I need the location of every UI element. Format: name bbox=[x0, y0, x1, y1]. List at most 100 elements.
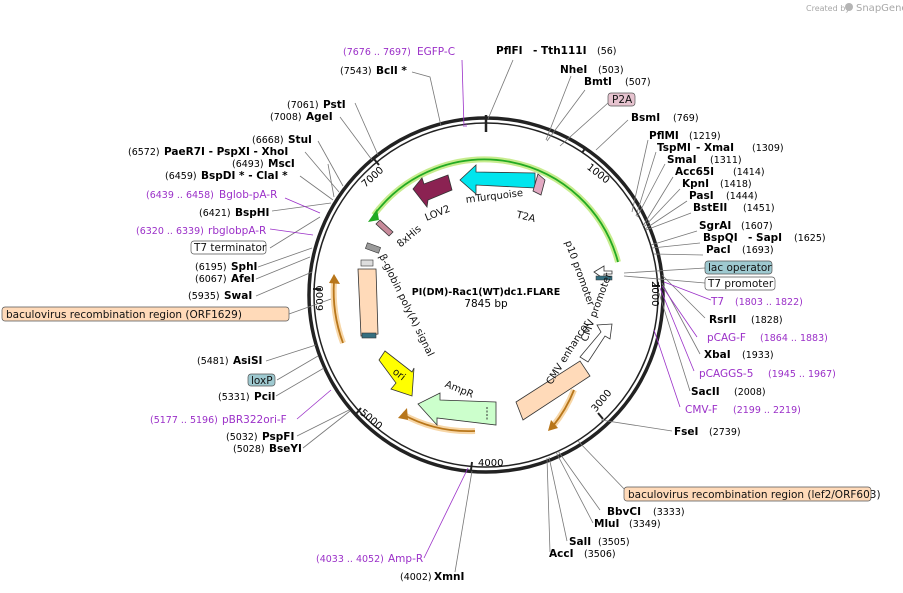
enzyme-bbvci[interactable]: BbvCI (3333) bbox=[607, 506, 685, 518]
enzyme-pflfi[interactable]: PflFI - Tth111I (56) bbox=[496, 45, 617, 57]
lead-paci bbox=[653, 253, 704, 256]
enzyme-pspfi[interactable]: (5032) PspFI bbox=[226, 431, 294, 443]
enzyme-bcli[interactable]: (7543) BclI * bbox=[340, 65, 407, 77]
enzyme-clai[interactable]: (6459) BspDI * - ClaI * bbox=[165, 170, 288, 182]
tick-label-3000: 3000 bbox=[590, 388, 615, 415]
lead-sali bbox=[548, 456, 568, 542]
enzyme-bseyi[interactable]: (5028) BseYI bbox=[233, 443, 302, 455]
enzyme-bspqi[interactable]: BspQI - SapI (1625) bbox=[703, 232, 826, 244]
enzyme-name: BclI * bbox=[376, 65, 407, 77]
8xhis-arrow[interactable] bbox=[375, 219, 394, 237]
mturquoise-arrow[interactable] bbox=[459, 164, 536, 195]
enzyme-name: PacI bbox=[706, 244, 731, 256]
enzyme-name: XmnI bbox=[434, 571, 464, 583]
ori-arrow[interactable] bbox=[378, 350, 415, 397]
enzyme-pasi[interactable]: PasI (1444) bbox=[689, 190, 758, 202]
lead-pasi bbox=[644, 200, 688, 230]
ampr-arrow[interactable] bbox=[417, 392, 497, 427]
primer-range: (4033 .. 4052) bbox=[316, 554, 384, 565]
primer-pcaggs-5[interactable]: pCAGGS-5 (1945 .. 1967) bbox=[699, 368, 836, 380]
enzyme-asisi[interactable]: (5481) AsiSI bbox=[197, 355, 262, 367]
lead-bmti bbox=[546, 89, 586, 142]
enzyme-pos: (6459) bbox=[165, 171, 197, 182]
orange-arc-left-line bbox=[332, 280, 344, 344]
enzyme-name: MscI bbox=[268, 158, 295, 170]
enzyme-msci[interactable]: (6493) MscI bbox=[232, 158, 295, 170]
enzyme-bsphi[interactable]: (6421) BspHI bbox=[199, 207, 269, 219]
lov2-arrow[interactable] bbox=[412, 174, 453, 208]
cmv-promoter-arrow[interactable] bbox=[579, 323, 613, 363]
primer-range: (5177 .. 5196) bbox=[150, 415, 218, 426]
feature-t7-promoter[interactable]: T7 promoter bbox=[704, 276, 776, 291]
enzyme-name: TspMI bbox=[657, 142, 691, 154]
enzyme-paci[interactable]: PacI (1693) bbox=[706, 244, 774, 256]
feature-p2a[interactable]: P2A bbox=[607, 92, 636, 107]
feature-recomb-lef2[interactable]: baculovirus recombination region (lef2/O… bbox=[623, 486, 881, 502]
enzyme-extra: - Tth111I bbox=[533, 45, 587, 57]
enzyme-pos: (56) bbox=[597, 46, 617, 57]
enzyme-nhei[interactable]: NheI (503) bbox=[560, 64, 624, 76]
enzyme-pos: (7543) bbox=[340, 66, 372, 77]
sphi-block bbox=[360, 259, 374, 267]
cmv-enhancer-block[interactable] bbox=[515, 360, 591, 421]
enzyme-kpni[interactable]: KpnI (1418) bbox=[682, 178, 752, 190]
enzyme-sgrai[interactable]: SgrAI (1607) bbox=[699, 220, 773, 232]
feature-recomb-orf1629[interactable]: baculovirus recombination region (ORF162… bbox=[1, 306, 290, 322]
enzyme-bmti[interactable]: BmtI (507) bbox=[584, 76, 651, 88]
enzyme-sphi[interactable]: (6195) SphI bbox=[195, 261, 257, 273]
enzyme-xbai[interactable]: XbaI (1933) bbox=[704, 349, 774, 361]
enzyme-pflmi[interactable]: PflMI (1219) bbox=[649, 130, 721, 142]
enzyme-agei[interactable]: (7008) AgeI bbox=[270, 111, 333, 123]
feature-loxp[interactable]: loxP bbox=[247, 373, 276, 387]
lead-bbvci bbox=[557, 450, 601, 511]
primer-cmv-f[interactable]: CMV-F (2199 .. 2219) bbox=[685, 404, 801, 416]
enzyme-sacii[interactable]: SacII (2008) bbox=[691, 386, 766, 398]
enzyme-stui[interactable]: (6668) StuI bbox=[252, 134, 312, 146]
feature-box bbox=[247, 373, 276, 387]
enzyme-bsteii[interactable]: BstEII (1451) bbox=[693, 202, 775, 214]
enzyme-pos: (1444) bbox=[726, 191, 758, 202]
lead-t7promoter bbox=[623, 275, 706, 284]
primer-egfp-c[interactable]: (7676 .. 7697) EGFP-C bbox=[343, 46, 455, 58]
primer-bglob-pa-r[interactable]: (6439 .. 6458) Bglob-pA-R bbox=[146, 189, 277, 201]
feature-lac-operator[interactable]: lac operator bbox=[704, 260, 773, 275]
enzyme-rsrii[interactable]: RsrII (1828) bbox=[709, 314, 783, 326]
enzyme-pos: (1625) bbox=[794, 233, 826, 244]
enzyme-mlui[interactable]: MluI (3349) bbox=[594, 518, 661, 530]
enzyme-acc65i[interactable]: Acc65I (1414) bbox=[675, 166, 765, 178]
t2a-arrow[interactable] bbox=[532, 173, 546, 196]
terminator-block[interactable] bbox=[365, 242, 381, 254]
lead-p2a bbox=[559, 102, 609, 147]
enzyme-acci[interactable]: AccI (3506) bbox=[549, 548, 616, 560]
enzyme-tspmi[interactable]: TspMI - XmaI (1309) bbox=[657, 142, 784, 154]
primer-name: Bglob-pA-R bbox=[219, 189, 277, 201]
lead-bsmi bbox=[595, 119, 629, 151]
lead-tspmi bbox=[635, 151, 657, 217]
lead-loxp bbox=[276, 355, 319, 381]
enzyme-pcii[interactable]: (5331) PciI bbox=[218, 391, 275, 403]
label-p10-promoter: p10 promoter bbox=[562, 239, 596, 308]
enzyme-afei[interactable]: (6067) AfeI bbox=[195, 273, 255, 285]
enzyme-psti[interactable]: (7061) PstI bbox=[287, 99, 346, 111]
enzyme-swai[interactable]: (5935) SwaI bbox=[188, 290, 252, 302]
enzyme-xmni[interactable]: (4002) XmnI bbox=[400, 571, 464, 583]
primer-pbr322ori-f[interactable]: (5177 .. 5196) pBR322ori-F bbox=[150, 414, 287, 426]
primer-rbglobpa-r[interactable]: (6320 .. 6339) rbglobpA-R bbox=[136, 225, 266, 237]
enzyme-smai[interactable]: SmaI (1311) bbox=[667, 154, 742, 166]
primer-range: (7676 .. 7697) bbox=[343, 47, 411, 58]
tick-4000 bbox=[470, 461, 473, 471]
enzyme-xhoi[interactable]: (6572) PaeR7I - PspXI - XhoI bbox=[128, 146, 288, 158]
enzyme-fsei[interactable]: FseI (2739) bbox=[674, 426, 741, 438]
enzyme-pos: (6067) bbox=[195, 274, 227, 285]
primer-t7[interactable]: T7 (1803 .. 1822) bbox=[710, 296, 803, 308]
feature-t7-terminator[interactable]: T7 terminator bbox=[190, 240, 267, 255]
enzyme-bsmi[interactable]: BsmI (769) bbox=[631, 112, 699, 124]
enzyme-pos: (1451) bbox=[743, 203, 775, 214]
lead-clai bbox=[299, 175, 334, 201]
beta-globin-polya-block[interactable] bbox=[357, 268, 379, 337]
lead-xhoi bbox=[304, 151, 340, 193]
primer-amp-r[interactable]: (4033 .. 4052) Amp-R bbox=[316, 553, 423, 565]
primer-pcag-f[interactable]: pCAG-F (1864 .. 1883) bbox=[707, 332, 828, 344]
enzyme-sali[interactable]: SalI (3505) bbox=[569, 536, 630, 548]
enzyme-name: SacII bbox=[691, 386, 720, 398]
